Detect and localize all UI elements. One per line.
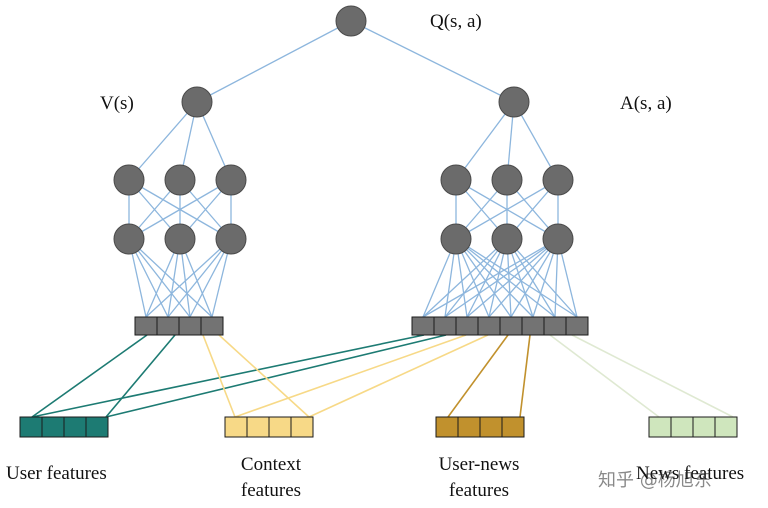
context-features-label: Context features [226,452,316,503]
news-feature-cell [692,416,716,438]
news-feature-cell [714,416,738,438]
edge-a-hidden-hidden [455,179,559,240]
user-news-feature-cell [501,416,525,438]
feature-edges [31,334,734,418]
news-feature-cell [670,416,694,438]
v-label: V(s) [100,93,134,114]
context-feature-cell [290,416,314,438]
user-news-label-line1: User-news [438,454,520,475]
a-input-cell [433,316,457,336]
edge-q-v [196,20,352,103]
a-hidden1-node [491,164,523,196]
edge-user-news [447,334,509,418]
edge-a-hidden-input [444,238,559,318]
v-hidden2-node [215,223,247,255]
a-node [498,86,530,118]
edge-a-hidden-input [422,238,559,318]
v-input-cell [200,316,224,336]
q-node [335,5,367,37]
v-input-cell [178,316,202,336]
edge-news [571,334,734,418]
edge-user-v [31,334,148,418]
input-layers [134,316,589,336]
a-input-cell [521,316,545,336]
v-hidden1-node [215,164,247,196]
user-news-features-label: User-news features [420,452,538,503]
edge-q-a [350,20,515,103]
edge-user-news [519,334,531,418]
v-input-cell [156,316,180,336]
a-hidden2-node [440,223,472,255]
user-news-feature-cell [479,416,503,438]
feature-vectors [19,416,738,438]
edge-user-v [105,334,176,418]
q-label: Q(s, a) [430,11,482,32]
edge-v-hidden-input [145,238,232,318]
edge-context-v [202,334,236,418]
user-news-feature-cell [435,416,459,438]
edge-v-hidden-input [128,238,191,318]
v-hidden1-node [113,164,145,196]
v-node [181,86,213,118]
news-features-label: News features [636,463,745,484]
edge-a-hidden [455,101,515,181]
edge-context-a [308,334,489,418]
a-hidden1-node [542,164,574,196]
edge-v-hidden [128,101,198,181]
a-input-cell [543,316,567,336]
edge-a-hidden-input [444,238,508,318]
context-feature-cell [224,416,248,438]
v-hidden2-node [164,223,196,255]
v-hidden1-node [164,164,196,196]
edge-a-hidden-input [455,238,534,318]
edge-v-hidden-input [128,238,213,318]
news-feature-cell [648,416,672,438]
edge-a-hidden-input [506,238,578,318]
network-nodes [113,5,574,255]
user-feature-cell [85,416,109,438]
edge-a-hidden-input [488,238,559,318]
a-label: A(s, a) [620,93,672,114]
watermark: 知乎 @杨旭东 [598,470,712,491]
context-label-line2: features [240,479,302,501]
a-hidden2-node [542,223,574,255]
context-label-line1: Context [240,454,302,475]
user-news-feature-cell [457,416,481,438]
a-input-cell [455,316,479,336]
user-feature-cell [63,416,87,438]
edge-a-hidden-input [455,238,578,318]
user-news-label-line2: features [448,479,510,501]
a-input-cell [477,316,501,336]
edge-a-hidden-input [466,238,559,318]
a-input-cell [411,316,435,336]
a-input-cell [499,316,523,336]
context-feature-cell [268,416,292,438]
edge-v-hidden-hidden [128,179,232,240]
a-hidden1-node [440,164,472,196]
edge-v-hidden-input [167,238,232,318]
edge-context-v [218,334,310,418]
edge-context-a [234,334,467,418]
user-features-label: User features [6,463,107,484]
context-feature-cell [246,416,270,438]
v-hidden2-node [113,223,145,255]
user-feature-cell [19,416,43,438]
edge-a-hidden-input [455,238,556,318]
a-hidden2-node [491,223,523,255]
edge-a-hidden-input [422,238,508,318]
edge-a-hidden-input [455,238,512,318]
edge-user-a [105,334,447,418]
edge-news [549,334,660,418]
a-input-cell [565,316,589,336]
v-input-cell [134,316,158,336]
edge-user-a [31,334,425,418]
user-feature-cell [41,416,65,438]
